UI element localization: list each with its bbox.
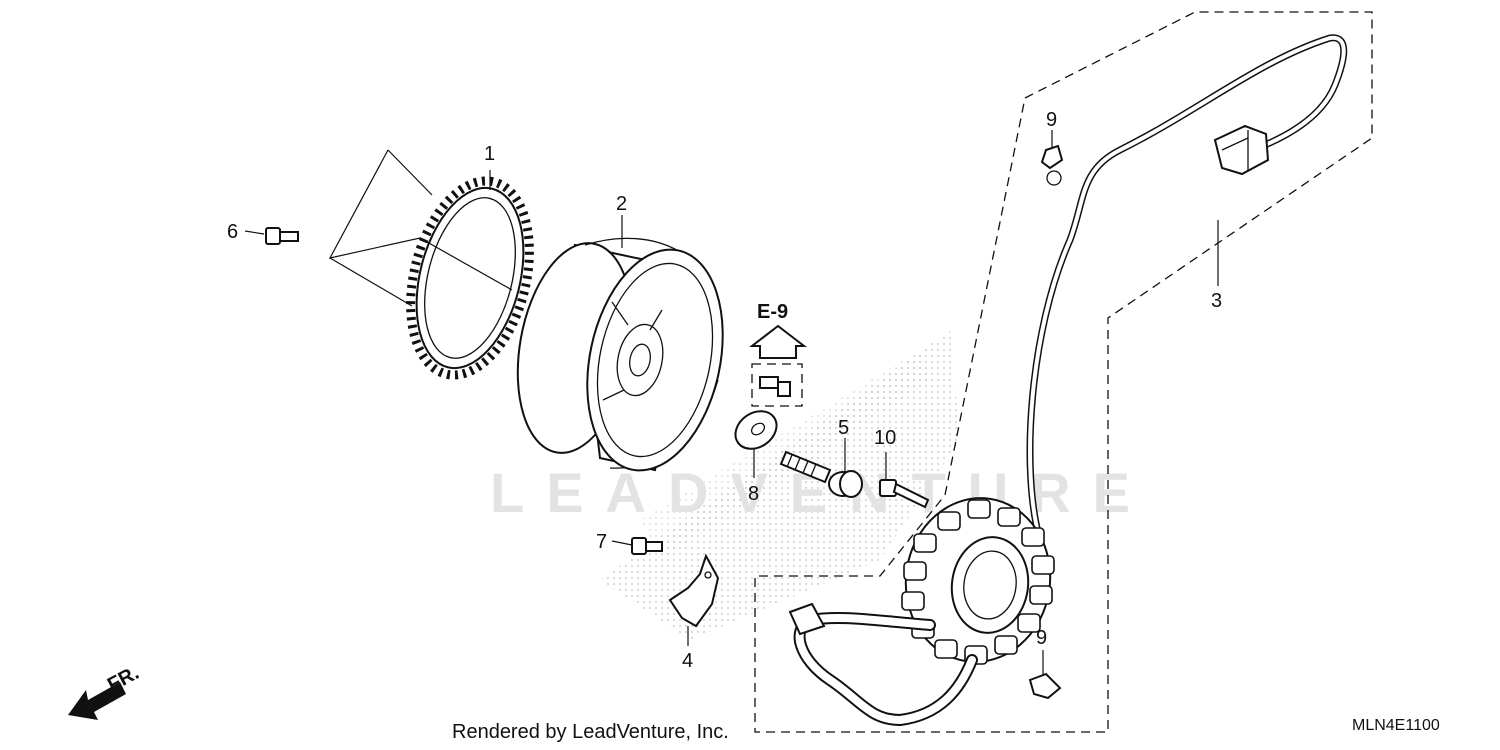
callout-2: 2 [616, 193, 627, 215]
part-3-harness [1026, 34, 1348, 544]
part-9-clip-upper [1040, 144, 1064, 186]
part-9-clip-lower [1028, 672, 1062, 700]
part-2-flywheel [516, 237, 724, 472]
reference-label: E-9 [757, 301, 788, 323]
credit-text: Rendered by LeadVenture, Inc. [452, 721, 729, 743]
callout-5: 5 [838, 417, 849, 439]
leader-lines [244, 130, 1219, 676]
callout-8: 8 [748, 483, 759, 505]
callouts: 1 2 3 4 5 6 7 8 9 9 10 [227, 109, 1222, 672]
callout-4: 4 [682, 650, 693, 672]
callout-9-upper: 9 [1046, 109, 1057, 131]
part-3-stator [901, 497, 1055, 665]
front-direction-arrow: FR. [68, 662, 143, 720]
diagram-code: MLN4E1100 [1352, 717, 1440, 734]
part-10-screw [879, 479, 930, 509]
part-4-bracket [668, 553, 720, 628]
callout-1: 1 [484, 143, 495, 165]
reference-e9: E-9 [749, 301, 807, 407]
part-3-lower-harness [788, 602, 978, 727]
assembly-boundary [754, 11, 1373, 733]
callout-3: 3 [1211, 290, 1222, 312]
callout-9-lower: 9 [1036, 627, 1047, 649]
part-6-bolt [265, 227, 299, 245]
callout-6: 6 [227, 221, 238, 243]
callout-7: 7 [596, 531, 607, 553]
part-8-washer [734, 410, 778, 450]
part-7-bolt [631, 537, 663, 555]
part-1-pulser-ring [406, 176, 534, 380]
callout-10: 10 [874, 427, 896, 449]
part-5-flange-bolt [779, 450, 863, 498]
